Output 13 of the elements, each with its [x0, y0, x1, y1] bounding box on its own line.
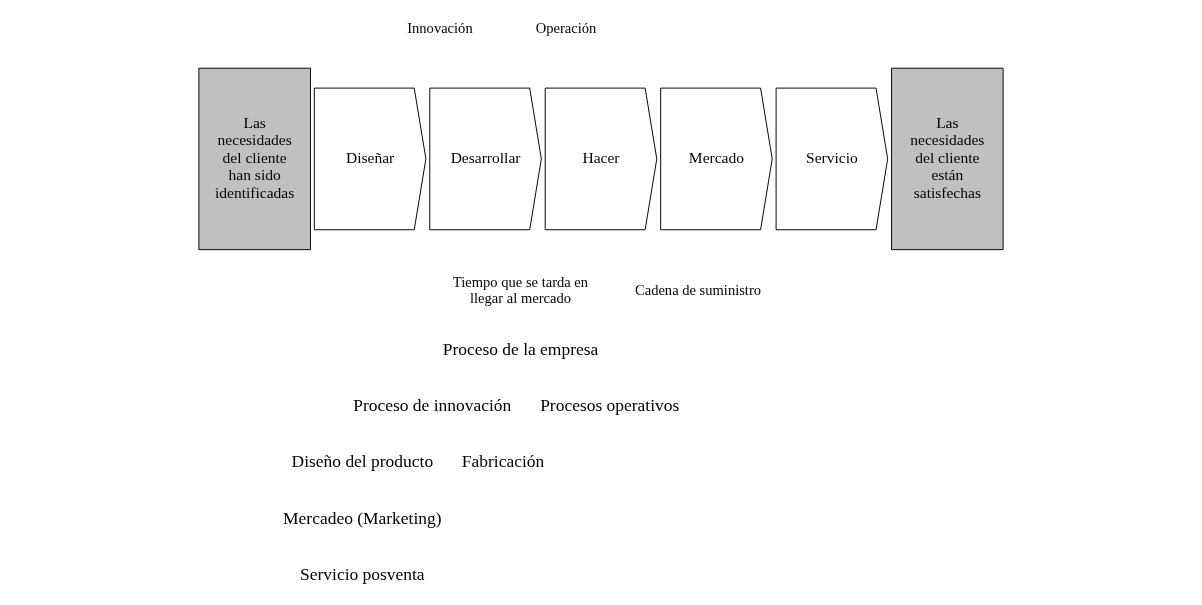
label: Proceso de innovación — [353, 395, 512, 416]
label: Cadena de suministro — [634, 281, 762, 298]
label: Diseño del producto — [291, 451, 434, 472]
label: Servicio posventa — [300, 563, 425, 584]
label: Mercadeo (Marketing) — [283, 507, 442, 528]
label: Fabricación — [461, 451, 545, 472]
label: Proceso de la empresa — [442, 338, 599, 359]
label: Procesos operativos — [540, 395, 680, 416]
node-box: Las necesidades del cliente han sido identificadas — [198, 67, 311, 251]
label: Innovación — [407, 19, 473, 36]
label: Tiempo que se tarda en llegar al mercado — [452, 273, 589, 306]
node-box: Las necesidades del cliente están satisfechas — [891, 67, 1004, 251]
label: Operación — [535, 19, 597, 36]
